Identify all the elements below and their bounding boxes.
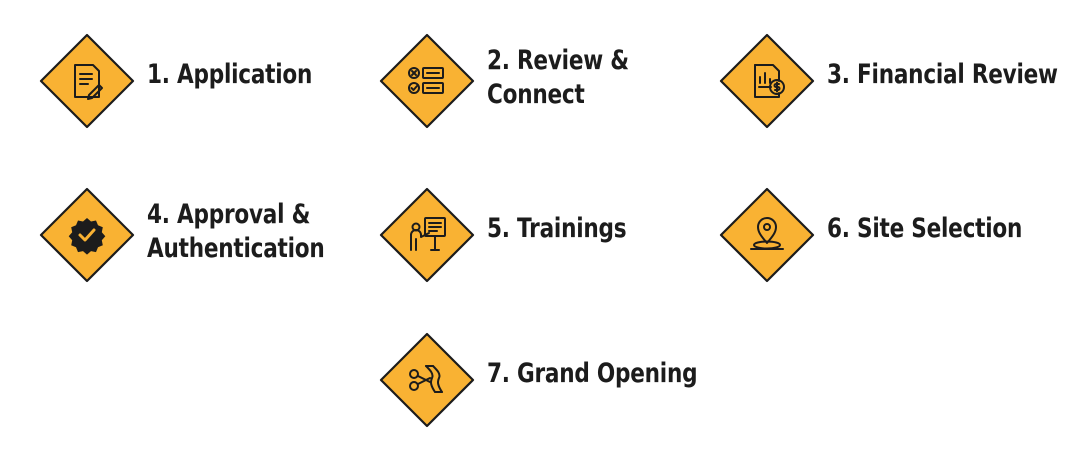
step-5-label: 5. Trainings: [487, 212, 627, 246]
step-3-label: 3. Financial Review: [827, 58, 1058, 92]
step-2-diamond: [379, 33, 475, 129]
step-3-diamond: [719, 33, 815, 129]
step-label-line: 7. Grand Opening: [487, 358, 698, 389]
ribbon-cutting-scissors-icon: [409, 365, 443, 393]
step-label-line: 3. Financial Review: [827, 59, 1058, 90]
document-pen-icon: [74, 64, 103, 100]
step-4-label: 4. Approval & Authentication: [147, 198, 325, 266]
step-label-line: Connect: [487, 79, 585, 110]
step-2-label: 2. Review & Connect: [487, 44, 629, 112]
step-label-line: Authentication: [147, 233, 325, 264]
step-label-line: 6. Site Selection: [827, 213, 1023, 244]
step-6-diamond: [719, 187, 815, 283]
step-1-diamond: [39, 33, 135, 129]
step-label-line: 2. Review &: [487, 45, 629, 76]
verified-badge-icon: [68, 218, 106, 255]
step-4-diamond: [39, 187, 135, 283]
step-7-label: 7. Grand Opening: [487, 357, 698, 391]
step-7-diamond: [379, 332, 475, 428]
financial-report-icon: [754, 64, 785, 98]
location-pin-icon: [750, 217, 784, 250]
step-label-line: 1. Application: [147, 59, 313, 90]
step-1-label: 1. Application: [147, 58, 312, 92]
step-label-line: 5. Trainings: [487, 213, 627, 244]
presentation-board-icon: [410, 217, 446, 251]
step-6-label: 6. Site Selection: [827, 212, 1022, 246]
checklist-icon: [408, 67, 444, 94]
step-label-line: 4. Approval &: [147, 199, 311, 230]
step-5-diamond: [379, 187, 475, 283]
